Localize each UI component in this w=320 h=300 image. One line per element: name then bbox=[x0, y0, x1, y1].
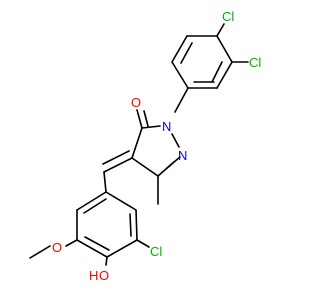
bond bbox=[136, 109, 143, 129]
bond bbox=[131, 127, 143, 159]
structure-canvas: Cl Cl N N O Cl O H O bbox=[29, 9, 261, 283]
bond-double-inner bbox=[180, 42, 193, 64]
oxygen-label: O bbox=[52, 240, 62, 255]
bond-double bbox=[102, 150, 130, 165]
bond bbox=[65, 239, 78, 247]
bond bbox=[76, 239, 108, 258]
hydroxyl-oxygen-label: O bbox=[99, 268, 109, 283]
bond bbox=[171, 35, 188, 63]
bond bbox=[135, 209, 138, 241]
bond-double bbox=[166, 156, 181, 169]
chlorine-label: Cl bbox=[222, 9, 234, 24]
bond bbox=[106, 239, 138, 258]
bond bbox=[216, 35, 233, 63]
bond bbox=[131, 157, 159, 177]
bond bbox=[76, 191, 107, 211]
chlorine-label: Cl bbox=[150, 244, 162, 259]
nitrogen-label: N bbox=[162, 119, 171, 134]
bond bbox=[141, 125, 161, 129]
bond bbox=[136, 239, 150, 248]
bond-double-inner bbox=[83, 198, 107, 214]
bonds bbox=[29, 23, 249, 266]
bond bbox=[29, 245, 51, 259]
bond-double-inner bbox=[84, 236, 110, 251]
bond-double bbox=[143, 110, 149, 127]
bond bbox=[105, 191, 137, 211]
atom-labels: Cl Cl N N O Cl O H O bbox=[52, 9, 261, 283]
bond bbox=[171, 61, 189, 89]
bond bbox=[103, 171, 107, 193]
chlorine-label: Cl bbox=[249, 55, 261, 70]
bond bbox=[103, 157, 133, 173]
bond bbox=[105, 256, 108, 266]
chemical-structure: Cl Cl N N O Cl O H O bbox=[29, 9, 261, 283]
bond bbox=[216, 61, 233, 89]
bond bbox=[171, 133, 180, 148]
bond bbox=[216, 23, 225, 37]
nitrogen-label: N bbox=[178, 148, 187, 163]
oxygen-label: O bbox=[131, 95, 141, 110]
bond-double-inner bbox=[211, 61, 223, 83]
bond bbox=[174, 87, 189, 113]
hydroxyl-hydrogen-label: H bbox=[89, 268, 98, 283]
bond-double-inner bbox=[129, 213, 132, 237]
